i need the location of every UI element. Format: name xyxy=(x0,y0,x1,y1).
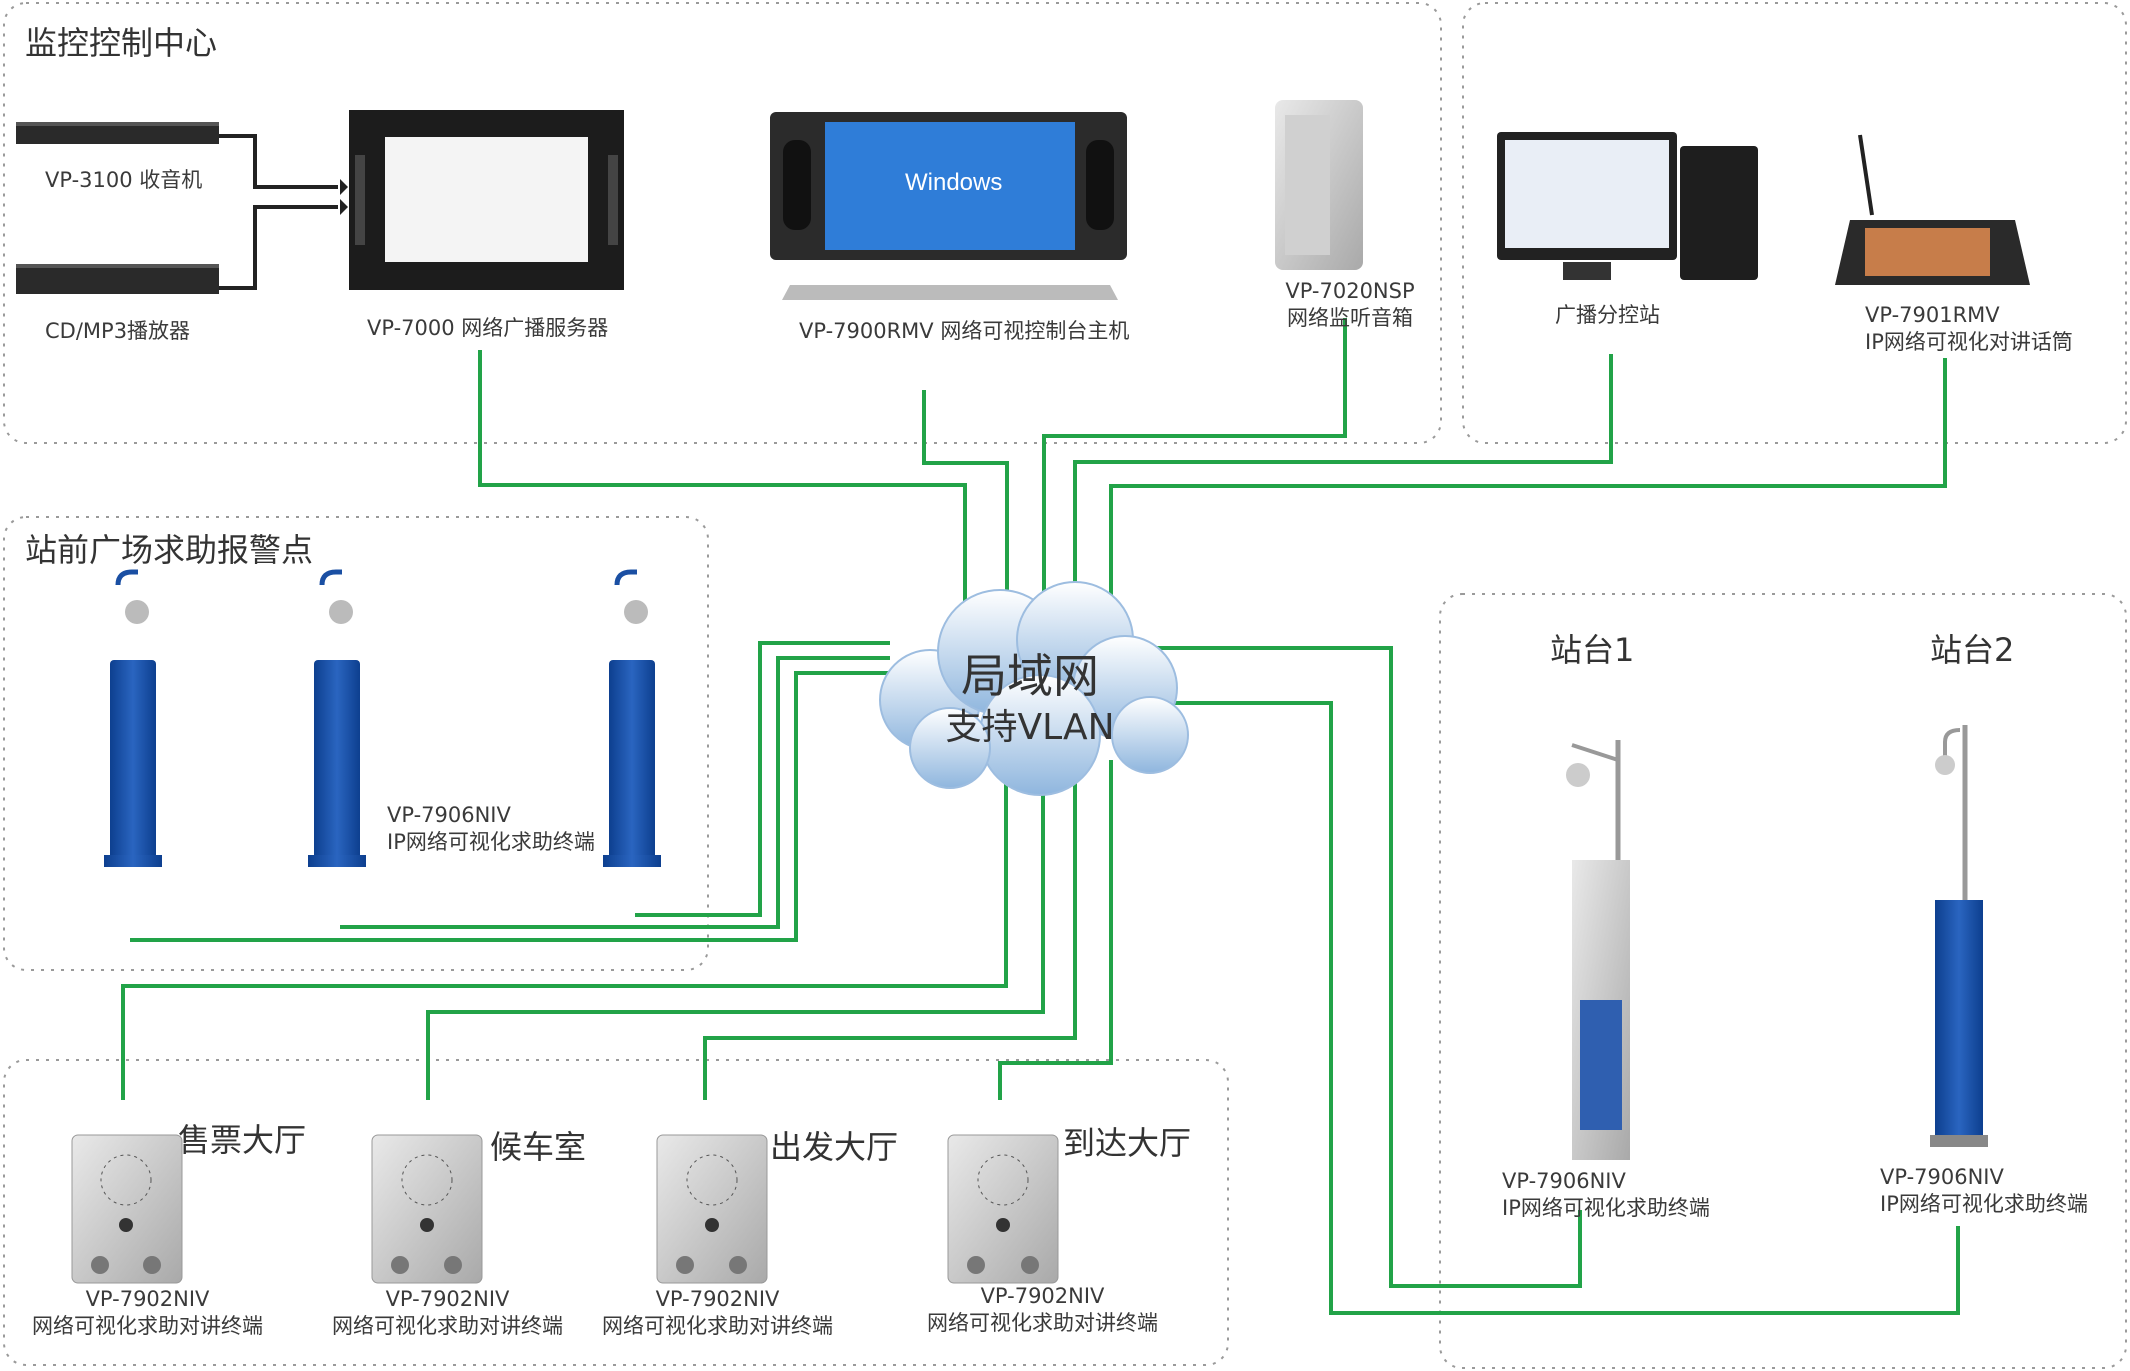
svg-text:Windows: Windows xyxy=(905,169,1002,196)
lan-cloud xyxy=(879,581,1189,796)
vp7020-device xyxy=(1275,100,1363,270)
vp7901-device xyxy=(1835,134,2030,285)
label-vp7900: VP-7900RMV 网络可视控制台主机 xyxy=(799,319,1130,343)
hall-terminal-departure xyxy=(656,1134,768,1284)
zone-title-arrival: 到达大厅 xyxy=(1063,1124,1192,1162)
label-pc: 广播分控站 xyxy=(1555,303,1660,327)
zone-plaza xyxy=(3,516,709,971)
cloud-label-vlan: 支持VLAN xyxy=(945,707,1115,748)
zone-title-platform1: 站台1 xyxy=(1550,631,1635,669)
zone-title-monitor: 监控控制中心 xyxy=(25,24,218,62)
vp3100-device xyxy=(16,122,219,144)
pc-device xyxy=(1497,132,1758,280)
network-links xyxy=(121,318,1960,1315)
zone-title-platform2: 站台2 xyxy=(1930,631,2015,669)
plaza-terminal-3 xyxy=(603,569,661,867)
label-cd-player: CD/MP3播放器 xyxy=(45,319,191,343)
cloud-label-lan: 局域网 xyxy=(961,649,1099,703)
label-vp3100: VP-3100 收音机 xyxy=(45,168,203,192)
zone-title-plaza: 站前广场求助报警点 xyxy=(25,531,314,569)
zone-halls xyxy=(3,1059,1229,1366)
hall-terminal-arrival xyxy=(947,1134,1059,1284)
zone-title-departure: 出发大厅 xyxy=(770,1128,899,1166)
label-vp7000: VP-7000 网络广播服务器 xyxy=(367,316,609,340)
platform1-terminal xyxy=(1566,740,1630,1160)
vp7900-device: Windows xyxy=(770,112,1127,300)
vp7000-device xyxy=(349,110,624,290)
cd-player-device xyxy=(16,264,219,294)
plaza-terminal-2 xyxy=(308,569,366,867)
zone-platforms xyxy=(1439,593,2127,1369)
zone-broadcast xyxy=(1462,2,2127,444)
zone-title-waiting: 候车室 xyxy=(490,1128,587,1166)
plaza-terminal-1 xyxy=(104,569,162,867)
zone-title-ticket: 售票大厅 xyxy=(178,1121,307,1159)
platform2-terminal xyxy=(1930,725,1988,1147)
zone-monitor-center xyxy=(3,2,1442,444)
hall-terminal-ticket xyxy=(71,1134,183,1284)
hall-terminal-waiting xyxy=(371,1134,483,1284)
